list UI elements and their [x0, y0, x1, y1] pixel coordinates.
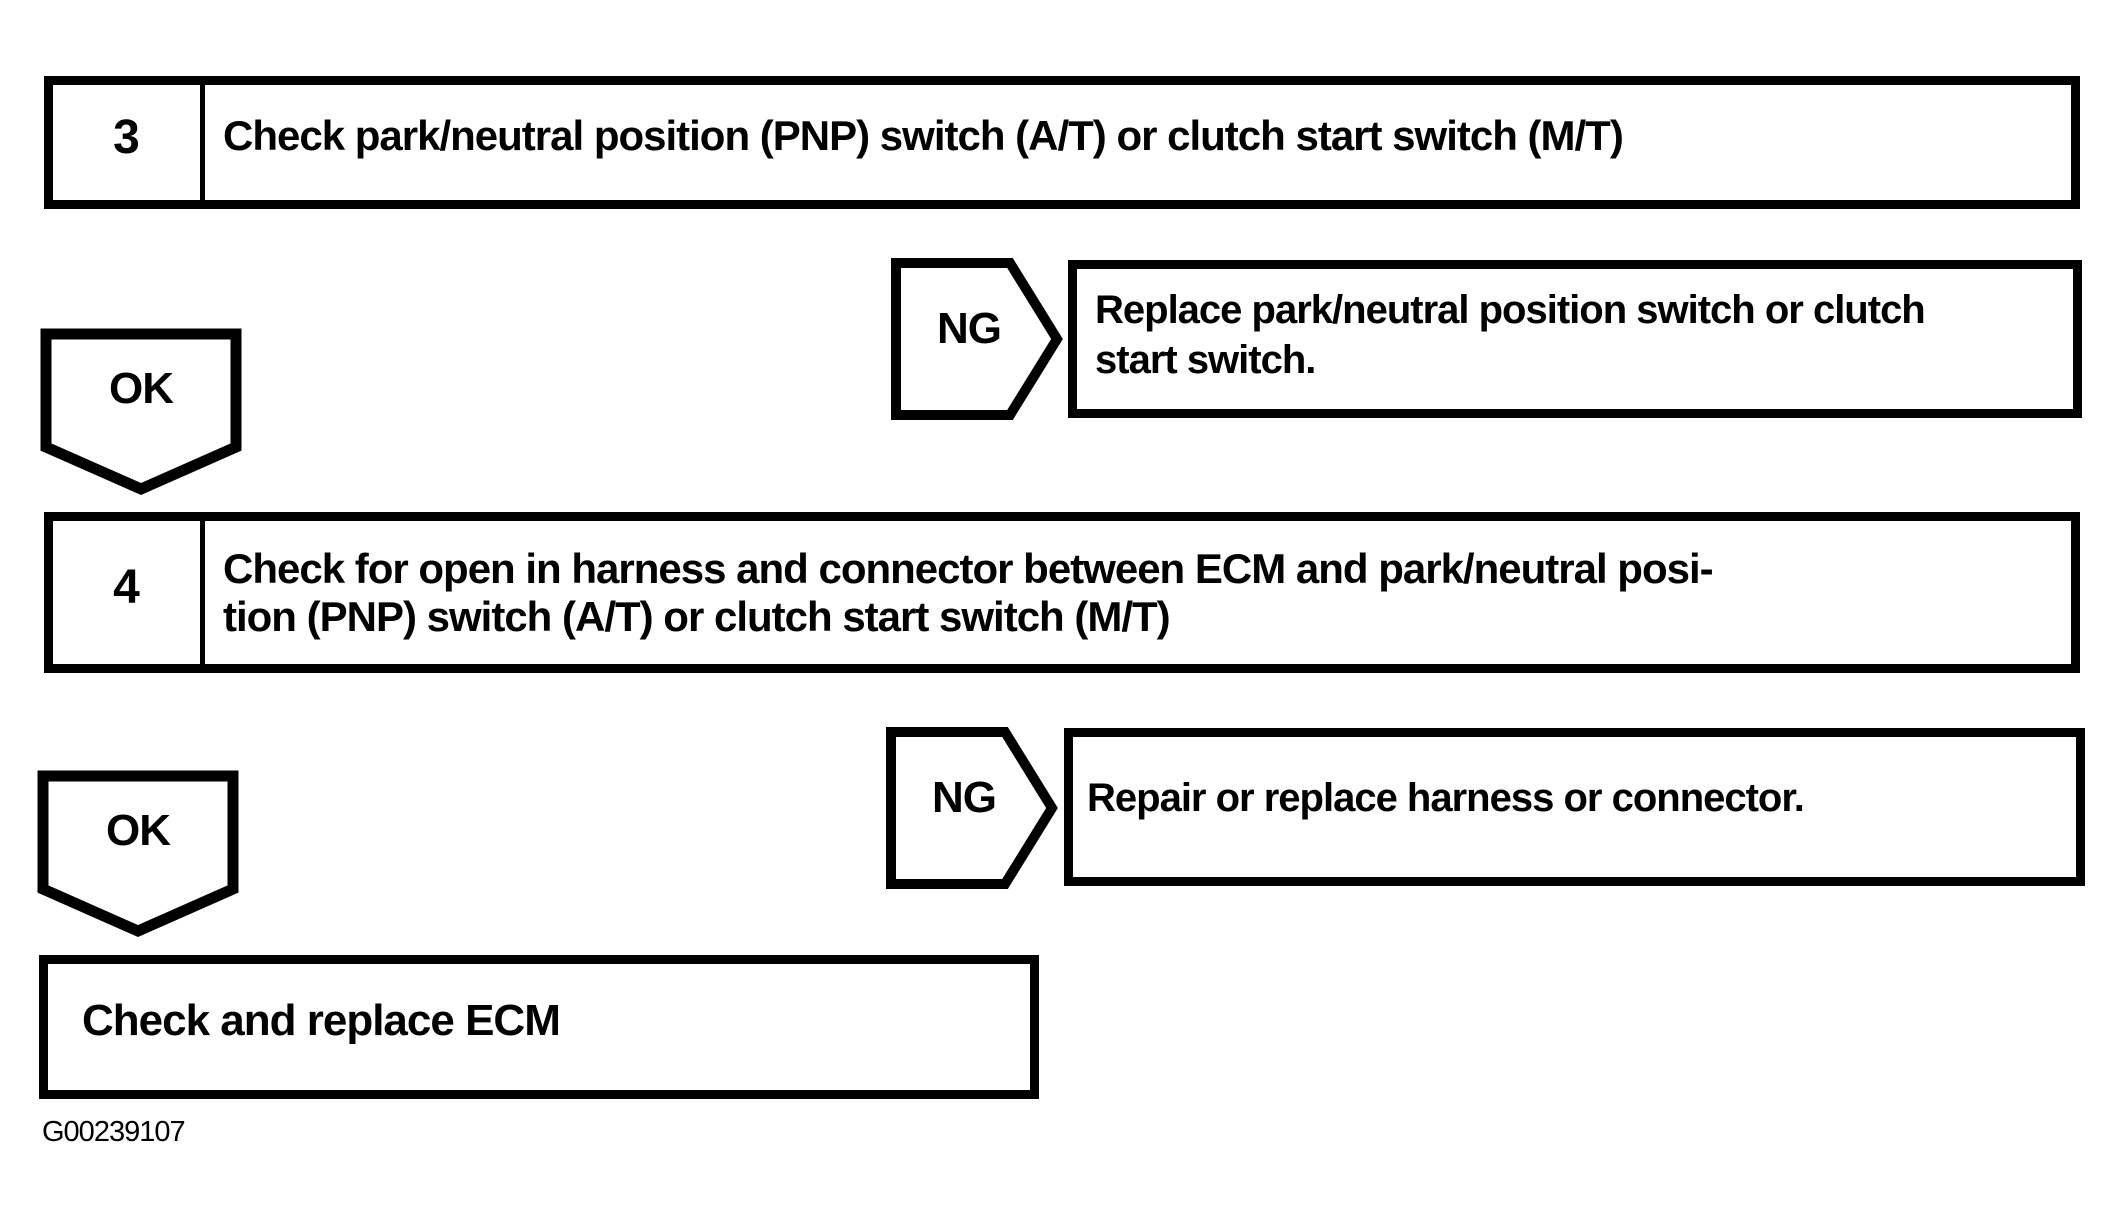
final-action-box: Check and replace ECM: [39, 955, 1039, 1099]
final-action-text: Check and replace ECM: [82, 996, 561, 1045]
ng-pentagon-right-icon: [886, 727, 1058, 889]
step-4-text-line2: tion (PNP) switch (A/T) or clutch start …: [223, 592, 1171, 640]
step-4-box: 4 Check for open in harness and connecto…: [44, 512, 2080, 673]
figure-id-caption: G00239107: [42, 1116, 186, 1148]
ng-connector-1: NG: [891, 258, 1063, 420]
ok-label: OK: [106, 806, 171, 855]
ng-result-1-line2: start switch.: [1095, 338, 1316, 382]
ok-label: OK: [109, 364, 174, 413]
ok-pentagon-down-icon: [37, 770, 239, 938]
ng-result-box-2: Repair or replace harness or connector.: [1064, 728, 2085, 886]
step-4-text-line1: Check for open in harness and connector …: [223, 545, 1714, 593]
step-3-box: 3 Check park/neutral position (PNP) swit…: [44, 76, 2080, 209]
ng-label: NG: [937, 304, 1002, 353]
step-3-number: 3: [53, 85, 205, 200]
ng-result-2-text: Repair or replace harness or connector.: [1087, 775, 1805, 820]
ok-pentagon-down-icon: [40, 328, 242, 496]
ng-result-box-1: Replace park/neutral position switch or …: [1068, 260, 2082, 418]
ok-connector-1: OK: [40, 328, 242, 496]
ng-connector-2: NG: [886, 727, 1058, 889]
ng-pentagon-right-icon: [891, 258, 1063, 420]
step-3-text: Check park/neutral position (PNP) switch…: [223, 111, 1624, 159]
ok-connector-2: OK: [37, 770, 239, 938]
ng-label: NG: [932, 773, 997, 822]
ng-result-1-line1: Replace park/neutral position switch or …: [1095, 288, 1926, 332]
step-4-number: 4: [53, 521, 205, 664]
